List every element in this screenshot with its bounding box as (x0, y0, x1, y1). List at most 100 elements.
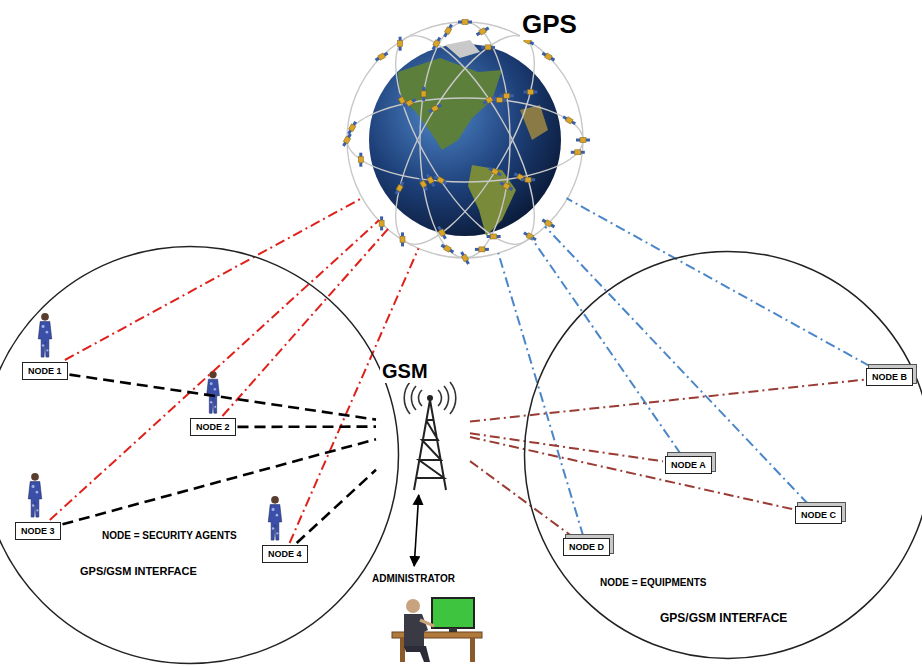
satellites-part (541, 51, 556, 62)
gps-globe-part (445, 40, 480, 58)
region-label: ADMINISTRATOR (370, 573, 457, 584)
gsm-tower-part (427, 395, 433, 401)
satellites-part (499, 180, 514, 191)
node-label: NODE B (872, 372, 907, 382)
region-circle (0, 247, 399, 664)
node-label: NODE D (569, 542, 604, 552)
link-line (470, 461, 572, 536)
satellites-part-part (461, 254, 468, 262)
link-line (498, 253, 583, 536)
satellites-part-part (359, 163, 362, 167)
gps-globe (341, 17, 590, 266)
satellites-part-part (379, 220, 384, 226)
node-label: NODE 2 (196, 422, 230, 432)
satellites-part-part (398, 96, 405, 104)
satellites-part-part (504, 93, 510, 98)
satellites-part-part (444, 27, 451, 35)
administrator-figure-part (420, 620, 434, 626)
gps-globe-part-part (370, 17, 561, 263)
satellites-part (396, 93, 407, 108)
satellites-part (400, 232, 405, 246)
gps-globe: GPS (345, 22, 585, 262)
satellites-part-part (398, 41, 403, 47)
satellites-part (428, 103, 443, 114)
region-label: GPS/GSM INTERFACE (658, 612, 789, 626)
satellites-part-part (427, 176, 434, 184)
satellites-part (436, 225, 447, 240)
equipment-node: NODE C (795, 506, 842, 524)
soldier-figures-part (28, 473, 41, 517)
satellites-part-part (581, 151, 585, 154)
gps-globe-part-part (420, 22, 510, 258)
satellites-part (523, 231, 538, 242)
gps-globe-part (520, 105, 548, 140)
satellites-part-part (576, 139, 580, 142)
satellites-part (433, 174, 448, 185)
satellites-part-part (491, 168, 499, 175)
region-label: NODE = EQUIPMENTS (598, 577, 708, 589)
agents-region: NODE = SECURITY AGENTSGPS/GSM INTERFACEN… (0, 245, 400, 665)
satellites-part-part (527, 90, 533, 95)
satellites-part-part (479, 28, 487, 35)
equipment-node: NODE A (665, 456, 712, 474)
satellites-part-part (406, 99, 414, 106)
satellites-part (475, 247, 489, 252)
satellites-part-part (438, 229, 445, 237)
satellites-part (398, 37, 403, 51)
satellites-part-part (437, 176, 445, 183)
agent-node: NODE 3 (15, 522, 61, 540)
satellites-part (374, 51, 389, 62)
satellites-part-part (380, 216, 383, 220)
satellites-part-part (431, 105, 439, 112)
gps-globe-part (369, 44, 561, 236)
satellites-part-part (521, 178, 525, 181)
satellites-part (458, 20, 472, 25)
satellites-part (442, 23, 453, 38)
satellites-part-part (401, 232, 404, 236)
satellites-part-part (497, 235, 501, 238)
satellites-part-part (444, 245, 452, 252)
satellites-part-part (475, 248, 479, 251)
node-label: NODE A (671, 460, 706, 470)
administrator-figure-part (406, 599, 420, 613)
satellites-part (402, 97, 417, 108)
link-line (470, 437, 793, 509)
gps-globe-part (347, 17, 583, 263)
satellites-part-part (396, 184, 403, 192)
satellites-part-part (380, 226, 383, 230)
gps-globe-part-part (370, 17, 561, 263)
satellites-part (576, 138, 590, 143)
link-line (70, 375, 377, 420)
equipment-node: NODE D (563, 538, 610, 556)
satellites-part (347, 120, 358, 135)
satellites-part-part (491, 234, 497, 239)
satellites-part (500, 93, 514, 98)
satellites-part-part (479, 247, 485, 252)
satellites-part-part (586, 139, 590, 142)
gsm-tower-part (404, 382, 456, 414)
gsm-tower-node: GSM (378, 360, 468, 493)
satellites-part-part (399, 47, 402, 51)
satellites-part-part (349, 124, 356, 132)
satellites-part-part (497, 97, 503, 102)
satellites-part (562, 115, 577, 126)
satellites-part-part (517, 173, 525, 180)
region-label: GPS/GSM INTERFACE (78, 565, 199, 578)
satellites-part (523, 90, 537, 95)
satellites-part-part (468, 21, 472, 24)
agent-node: NODE 4 (262, 545, 308, 563)
administrator-figure-part (404, 614, 428, 648)
administrator-figure-part (470, 638, 475, 662)
satellites-part-part (359, 153, 362, 157)
soldier-figures-part (207, 371, 220, 413)
satellites-part-part (510, 94, 514, 97)
administrator-figure-part (449, 628, 457, 632)
satellites-part (481, 45, 495, 50)
satellites-part (487, 234, 501, 239)
link-line (238, 425, 377, 428)
link-line (414, 495, 419, 566)
satellites-part (418, 177, 429, 192)
satellites-part-part (486, 96, 494, 103)
link-line (290, 248, 419, 543)
